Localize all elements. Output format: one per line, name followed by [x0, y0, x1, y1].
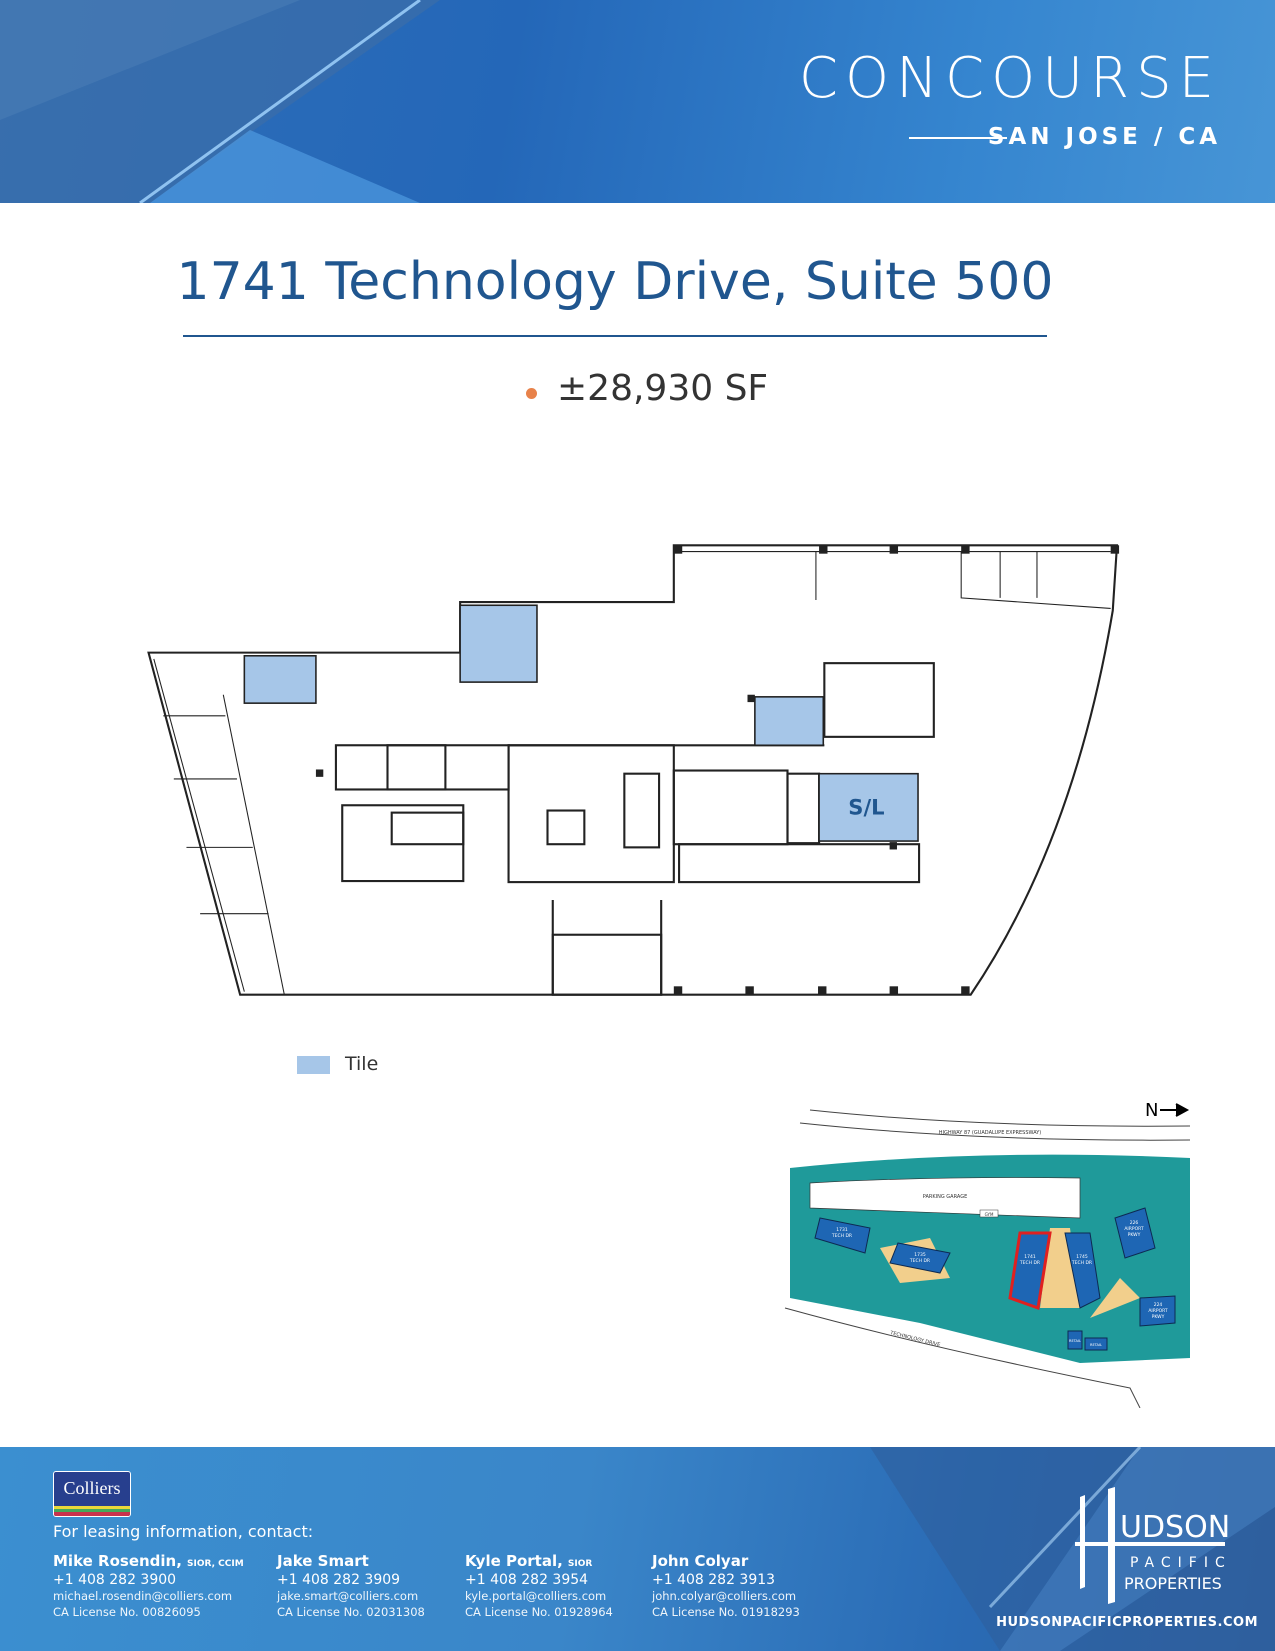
- gym-label: GYM: [985, 1212, 994, 1217]
- contact-email[interactable]: jake.smart@colliers.com: [277, 1589, 419, 1603]
- contact-card: Kyle Portal, SIOR +1 408 282 3954 kyle.p…: [465, 1553, 613, 1620]
- contact-email[interactable]: john.colyar@colliers.com: [652, 1589, 797, 1603]
- owner-website-link[interactable]: HUDSONPACIFICPROPERTIES.COM: [996, 1615, 1258, 1630]
- brand-location: SAN JOSE / CA: [987, 124, 1221, 150]
- tile-room: [459, 604, 538, 683]
- footer-decoration: [870, 1447, 1275, 1651]
- brand-divider: [909, 137, 1007, 139]
- contact-email[interactable]: kyle.portal@colliers.com: [465, 1589, 607, 1603]
- title-divider: [183, 335, 1047, 337]
- contact-phone[interactable]: +1 408 282 3913: [652, 1572, 776, 1588]
- brand-name: CONCOURSE: [798, 46, 1221, 111]
- contact-card: John Colyar +1 408 282 3913 john.colyar@…: [652, 1553, 800, 1620]
- hudson-logo-text: UDSON: [1120, 1510, 1230, 1545]
- header-decoration: [0, 0, 440, 203]
- street-label: TECHNOLOGY DRIVE: [889, 1330, 941, 1348]
- floor-plan: S/L: [147, 544, 1120, 996]
- highway-label: HIGHWAY 87 (GUADALUPE EXPRESSWAY): [939, 1130, 1042, 1136]
- contact-license: CA License No. 00826095: [53, 1605, 201, 1619]
- contact-credentials: SIOR: [567, 1559, 593, 1569]
- hudson-logo-text: PROPERTIES: [1124, 1574, 1222, 1593]
- footer: Colliers For leasing information, contac…: [0, 1447, 1275, 1651]
- hudson-pacific-logo: UDSON PACIFIC PROPERTIES: [1075, 1487, 1232, 1604]
- bullet-icon: [526, 388, 537, 399]
- tile-room: [754, 696, 825, 747]
- contact-phone[interactable]: +1 408 282 3900: [53, 1572, 177, 1588]
- building-label: 1741: [1024, 1254, 1036, 1260]
- contact-card: Mike Rosendin, SIOR, CCIM +1 408 282 390…: [53, 1553, 244, 1620]
- tile-room-sl: [818, 772, 919, 842]
- contact-intro: For leasing information, contact:: [53, 1522, 314, 1541]
- contact-phone[interactable]: +1 408 282 3909: [277, 1572, 401, 1588]
- building-label: 1731: [836, 1227, 848, 1233]
- building-label: 224: [1154, 1302, 1163, 1308]
- contact-name: Jake Smart: [277, 1552, 369, 1570]
- contact-name: Kyle Portal,: [465, 1552, 563, 1570]
- room-label-sl: S/L: [848, 795, 884, 820]
- building-label: TECH DR: [1071, 1260, 1092, 1266]
- page-title: 1741 Technology Drive, Suite 500: [176, 252, 1054, 312]
- contact-phone[interactable]: +1 408 282 3954: [465, 1572, 589, 1588]
- building-label: AIRPORT: [1124, 1226, 1144, 1232]
- building-label: PKWY: [1128, 1232, 1141, 1238]
- colliers-logo: Colliers: [53, 1471, 131, 1517]
- site-map: N HIGHWAY 87 (GUADALUPE EXPRESSWAY) PARK…: [784, 1100, 1191, 1408]
- contact-email[interactable]: michael.rosendin@colliers.com: [53, 1589, 233, 1603]
- square-footage: ±28,930 SF: [557, 368, 769, 409]
- contact-name: Mike Rosendin,: [53, 1552, 182, 1570]
- building-label: 1745: [1076, 1254, 1088, 1260]
- north-arrow-icon: [1160, 1103, 1190, 1117]
- hudson-logo-text: PACIFIC: [1130, 1555, 1232, 1571]
- floor-plan-outline: [147, 544, 1119, 996]
- building-label: 1735: [914, 1252, 926, 1258]
- header-banner: CONCOURSE SAN JOSE / CA: [0, 0, 1275, 203]
- tile-room: [243, 654, 317, 704]
- parking-garage-label: PARKING GARAGE: [923, 1194, 967, 1200]
- building-label: TECH DR: [909, 1258, 930, 1264]
- building-label: AIRPORT: [1148, 1308, 1168, 1314]
- contact-card: Jake Smart +1 408 282 3909 jake.smart@co…: [277, 1553, 425, 1620]
- building-label: PKWY: [1152, 1314, 1165, 1320]
- building-label: 226: [1130, 1220, 1139, 1226]
- north-label: N: [1145, 1100, 1158, 1121]
- contact-name: John Colyar: [652, 1552, 749, 1570]
- building-label: TECH DR: [831, 1233, 852, 1239]
- contact-license: CA License No. 01928964: [465, 1605, 613, 1619]
- building-label: TECH DR: [1019, 1260, 1040, 1266]
- contact-license: CA License No. 02031308: [277, 1605, 425, 1619]
- colliers-logo-text: Colliers: [63, 1478, 121, 1498]
- contact-credentials: SIOR, CCIM: [187, 1559, 244, 1569]
- building-label: RETAIL: [1090, 1343, 1102, 1347]
- legend-label-tile: Tile: [345, 1053, 379, 1075]
- contact-license: CA License No. 01918293: [652, 1605, 800, 1619]
- legend-swatch-tile: [297, 1056, 330, 1074]
- building-label: RETAIL: [1069, 1339, 1081, 1343]
